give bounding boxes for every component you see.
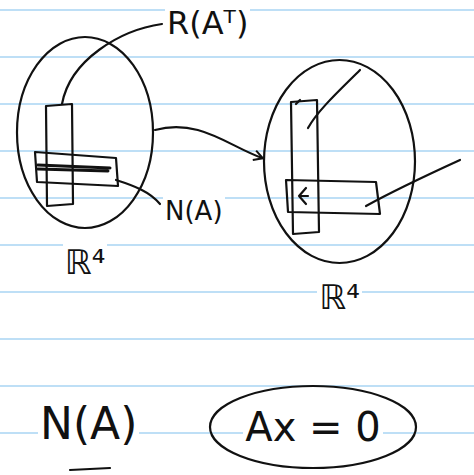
space-circle: ℝ⁴: [262, 58, 417, 340]
space-circle: ℝ⁴: [15, 35, 155, 310]
column-space-rect: [291, 100, 319, 234]
null-space-rect: [35, 152, 118, 186]
scribble: [299, 188, 308, 204]
node-text: ℝ⁴: [63, 244, 108, 281]
outline: [15, 35, 155, 230]
mapping-arrow: [155, 127, 262, 158]
underline-stroke: [70, 468, 110, 470]
left-null-rect: [286, 180, 380, 214]
equation-ellipse: Ax = 0: [208, 384, 418, 470]
leader-line: [308, 70, 360, 128]
heading-label: N(A): [38, 400, 139, 448]
small-tick: [296, 100, 300, 104]
node-text: ℝ⁴: [317, 279, 362, 316]
null-space-mark: [38, 165, 110, 171]
callout-label: R(Aᵀ): [165, 6, 250, 41]
node-text: Ax = 0: [243, 405, 382, 449]
outline: [262, 58, 417, 265]
callout-label: N(A): [163, 197, 225, 226]
